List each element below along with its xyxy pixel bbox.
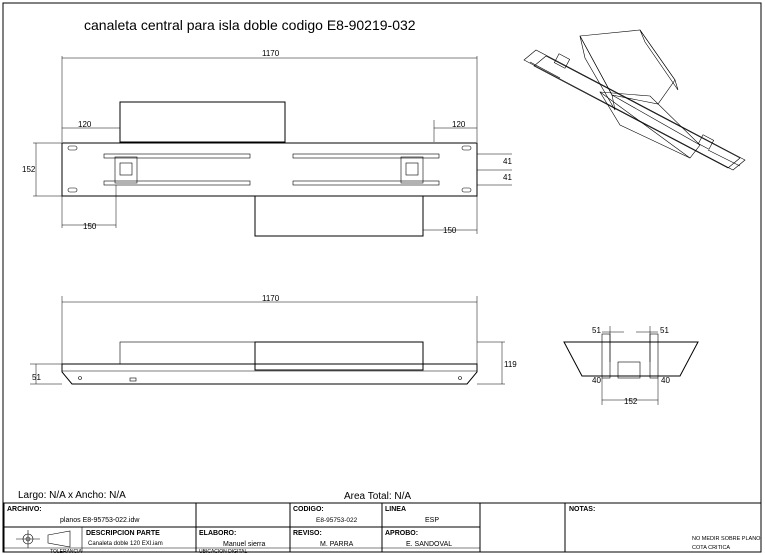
descripcion-value: Canaleta doble 120 EXI.iam: [88, 541, 163, 547]
section-view: 51 51 40 40 152: [563, 326, 699, 406]
dim-51-section-left: 51: [592, 326, 601, 335]
dim-120-left: 120: [78, 120, 92, 129]
side-base: [61, 363, 478, 385]
top-view-rail: [61, 142, 478, 197]
aprobo-label: APROBO:: [385, 530, 418, 537]
area-total: Area Total: N/A: [344, 491, 411, 502]
dim-120-right: 120: [452, 120, 466, 129]
archivo-label: ARCHIVO:: [7, 506, 42, 513]
slot-mark: [67, 145, 78, 151]
hole-mark: [129, 377, 137, 382]
side-right-box: [254, 341, 424, 371]
section-center: [617, 361, 641, 379]
clip-left: [114, 156, 138, 184]
largo-ancho: Largo: N/A x Ancho: N/A: [18, 490, 126, 501]
iso-line: [707, 149, 741, 167]
projection-symbol: [16, 530, 71, 548]
hole-mark: [78, 376, 82, 380]
iso-box-top: [579, 29, 676, 105]
notas-label: NOTAS:: [569, 506, 595, 513]
channel-line: [103, 180, 251, 186]
dim-150-right: 150: [443, 226, 457, 235]
section-trough: [563, 341, 699, 377]
dim-1170-top: 1170: [262, 49, 280, 58]
dim-152-left: 152: [22, 165, 36, 174]
title-block: ARCHIVO: planos E8-95753-022.idw DESCRIP…: [3, 502, 762, 555]
top-view-upper-box: [119, 101, 286, 143]
aprobo-value: E. SANDOVAL: [406, 541, 452, 548]
iso-box-side: [579, 35, 616, 111]
channel-line: [103, 153, 251, 159]
iso-lower-box: [599, 91, 701, 159]
nota-2: COTA CRITICA: [692, 545, 730, 551]
iso-box-edge: [639, 29, 679, 91]
elaboro-label: ELABORO:: [199, 530, 236, 537]
dim-119-right: 119: [504, 360, 517, 369]
top-view: 1170 120 120 152 41 41 150 150: [22, 49, 512, 237]
nota-1: NO MEDIR SOBRE PLANO: [692, 536, 761, 542]
iso-line: [599, 91, 691, 159]
dim-51-left: 51: [32, 373, 41, 382]
ubicacion-label: UBICACION DIGITAL: [199, 549, 247, 555]
channel-line: [292, 153, 440, 159]
linea-label: LINEA: [385, 506, 406, 513]
dim-1170-side: 1170: [262, 294, 280, 303]
slot-mark: [461, 145, 472, 151]
dim-152-section: 152: [624, 397, 638, 406]
dim-40-section-right: 40: [661, 376, 670, 385]
side-left-box: [119, 341, 256, 365]
iso-line: [611, 94, 701, 146]
top-view-lower-box: [254, 195, 424, 237]
section-wall-left: [601, 333, 611, 379]
channel-line: [292, 180, 440, 186]
descripcion-label: DESCRIPCION PARTE: [86, 530, 160, 537]
slot-mark: [461, 187, 472, 193]
section-wall-right: [649, 333, 659, 379]
reviso-label: REVISO:: [293, 530, 322, 537]
clip-right: [400, 156, 424, 184]
iso-rail: [523, 49, 746, 171]
dim-41-bottom: 41: [503, 173, 512, 182]
iso-line: [529, 61, 561, 79]
elaboro-value: Manuel sierra: [223, 541, 266, 548]
archivo-value: planos E8-95753-022.idw: [60, 517, 140, 524]
linea-value: ESP: [425, 517, 439, 524]
dim-40-section-left: 40: [592, 376, 601, 385]
slot-mark: [67, 187, 78, 193]
dim-41-top: 41: [503, 157, 512, 166]
iso-clip: [697, 134, 715, 150]
side-view: 1170 119 51: [30, 294, 517, 385]
codigo-label: CODIGO:: [293, 506, 324, 513]
dim-150-left: 150: [83, 222, 97, 231]
dim-51-section-right: 51: [660, 326, 669, 335]
iso-rail-inner: [533, 55, 741, 169]
isometric-view: [523, 29, 746, 171]
clip-left-inner: [119, 162, 133, 176]
drawing-title: canaleta central para isla doble codigo …: [84, 17, 416, 33]
reviso-value: M. PARRA: [320, 541, 354, 548]
tolerancia-label: TOLERANCIA: [50, 549, 83, 555]
iso-clip: [553, 53, 571, 69]
hole-mark: [458, 376, 462, 380]
codigo-value: E8-95753-022: [316, 517, 358, 524]
clip-right-inner: [405, 162, 419, 176]
